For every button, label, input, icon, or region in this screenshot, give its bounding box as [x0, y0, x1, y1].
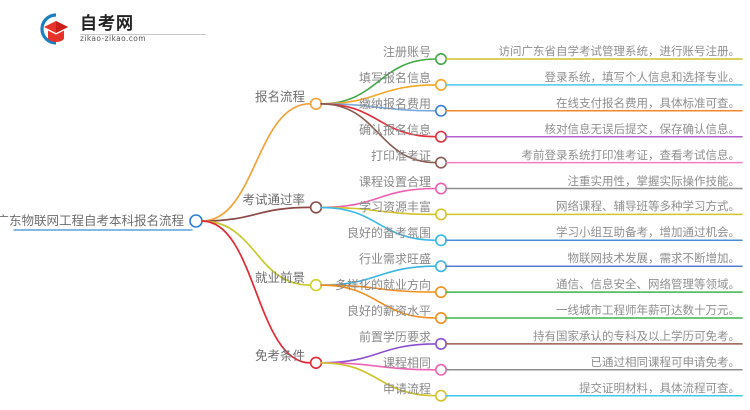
leaf-link-2-2: [320, 206, 437, 216]
leaf-node-4-1[interactable]: [434, 337, 447, 350]
branch-node-3[interactable]: [309, 278, 323, 292]
branch-label-4: 免考条件: [254, 348, 305, 363]
leaf-label-1-5: 打印准考证: [370, 148, 431, 163]
detail-label-1-5: 考前登录系统打印准考证，查看考试信息。: [521, 149, 741, 162]
leaf-link-3-1: [320, 265, 437, 286]
branch-node-2[interactable]: [309, 201, 323, 214]
graduation-cap-icon: [30, 11, 74, 47]
leaf-link-2-1: [320, 187, 437, 209]
leaf-label-3-3: 良好的薪资水平: [346, 304, 431, 318]
detail-label-4-2: 已通过相同课程可申请免考。: [590, 356, 741, 369]
leaf-label-3-1: 行业需求旺盛: [358, 252, 431, 267]
leaf-link-3-2: [320, 284, 437, 293]
detail-label-3-2: 通信、信息安全、网络管理等领域。: [556, 279, 740, 292]
leaf-node-4-2[interactable]: [434, 363, 447, 376]
trunk-link-1: [201, 102, 311, 222]
leaf-label-2-1: 课程设置合理: [358, 174, 431, 189]
logo-title: 自考网: [80, 13, 134, 33]
leaf-label-3-2: 多样化的就业方向: [334, 278, 431, 293]
leaf-node-1-2[interactable]: [434, 78, 447, 91]
trunk-link-4: [201, 220, 311, 364]
detail-label-1-2: 登录系统，填写个人信息和选择专业。: [544, 71, 741, 84]
leaf-label-4-3: 申请流程: [382, 381, 431, 396]
leaf-node-3-2[interactable]: [434, 286, 447, 299]
root-node-label: 广东物联网工程自考本科报名流程: [0, 214, 184, 228]
logo-divider: [80, 34, 206, 35]
detail-label-3-3: 一线城市工程师年薪可达数十万元。: [556, 305, 740, 317]
branch-node-1[interactable]: [309, 97, 323, 111]
leaf-node-1-5[interactable]: [434, 156, 447, 169]
leaf-link-4-1: [320, 343, 437, 364]
detail-label-1-3: 在线支付报名费用，具体标准可查。: [556, 97, 740, 110]
site-logo[interactable]: 自考网 zikao-zikao.com: [30, 8, 210, 50]
leaf-node-3-1[interactable]: [434, 260, 447, 273]
leaf-link-1-3: [320, 103, 437, 112]
leaf-label-4-1: 前置学历要求: [358, 329, 431, 344]
leaf-link-1-4: [320, 103, 437, 138]
logo-domain: zikao-zikao.com: [80, 34, 146, 44]
detail-label-4-1: 持有国家承认的专科及以上学历可免考。: [533, 330, 740, 343]
branch-node-4[interactable]: [309, 356, 323, 369]
detail-label-2-3: 学习小组互助备考，增加通过机会。: [556, 227, 740, 240]
leaf-node-1-4[interactable]: [434, 130, 447, 143]
root-node[interactable]: [189, 214, 203, 228]
leaf-node-3-3[interactable]: [434, 311, 447, 324]
leaf-link-1-5: [320, 103, 437, 164]
branch-label-1: 报名流程: [254, 89, 305, 104]
leaf-label-2-3: 良好的备考氛围: [346, 226, 431, 241]
leaf-label-1-1: 注册账号: [382, 45, 431, 59]
leaf-label-1-3: 缴纳报名费用: [358, 96, 431, 111]
detail-label-3-1: 物联网技术发展，需求不断增加。: [567, 253, 741, 266]
detail-label-1-4: 核对信息无误后提交，保存确认信息。: [544, 123, 741, 136]
trunk-link-2: [201, 206, 311, 222]
leaf-label-1-2: 填写报名信息: [358, 70, 431, 85]
leaf-node-2-1[interactable]: [434, 182, 447, 195]
leaf-node-2-2[interactable]: [434, 208, 447, 221]
branch-label-2: 考试通过率: [242, 193, 305, 208]
leaf-label-4-2: 课程相同: [382, 355, 431, 370]
detail-label-1-1: 访问广东省自学考试管理系统，进行账号注册。: [498, 46, 741, 58]
detail-label-2-1: 注重实用性，掌握实际操作技能。: [567, 175, 741, 188]
leaf-node-1-1[interactable]: [434, 52, 447, 65]
leaf-link-1-2: [320, 84, 437, 105]
leaf-link-1-1: [320, 58, 437, 105]
detail-label-4-3: 提交证明材料，具体流程可查。: [579, 382, 740, 395]
leaf-link-4-2: [320, 362, 437, 371]
leaf-link-2-3: [320, 206, 437, 242]
leaf-link-4-3: [320, 362, 437, 397]
detail-label-2-2: 网络课程、辅导班等多种学习方式。: [556, 201, 740, 214]
leaf-label-2-2: 学习资源丰富: [358, 200, 431, 215]
leaf-node-2-3[interactable]: [434, 234, 447, 247]
leaf-node-1-3[interactable]: [434, 104, 447, 117]
leaf-link-3-3: [320, 284, 437, 319]
branch-label-3: 就业前景: [254, 271, 305, 286]
leaf-node-4-3[interactable]: [434, 389, 447, 402]
leaf-label-1-4: 确认报名信息: [358, 122, 431, 137]
trunk-link-3: [201, 220, 311, 286]
